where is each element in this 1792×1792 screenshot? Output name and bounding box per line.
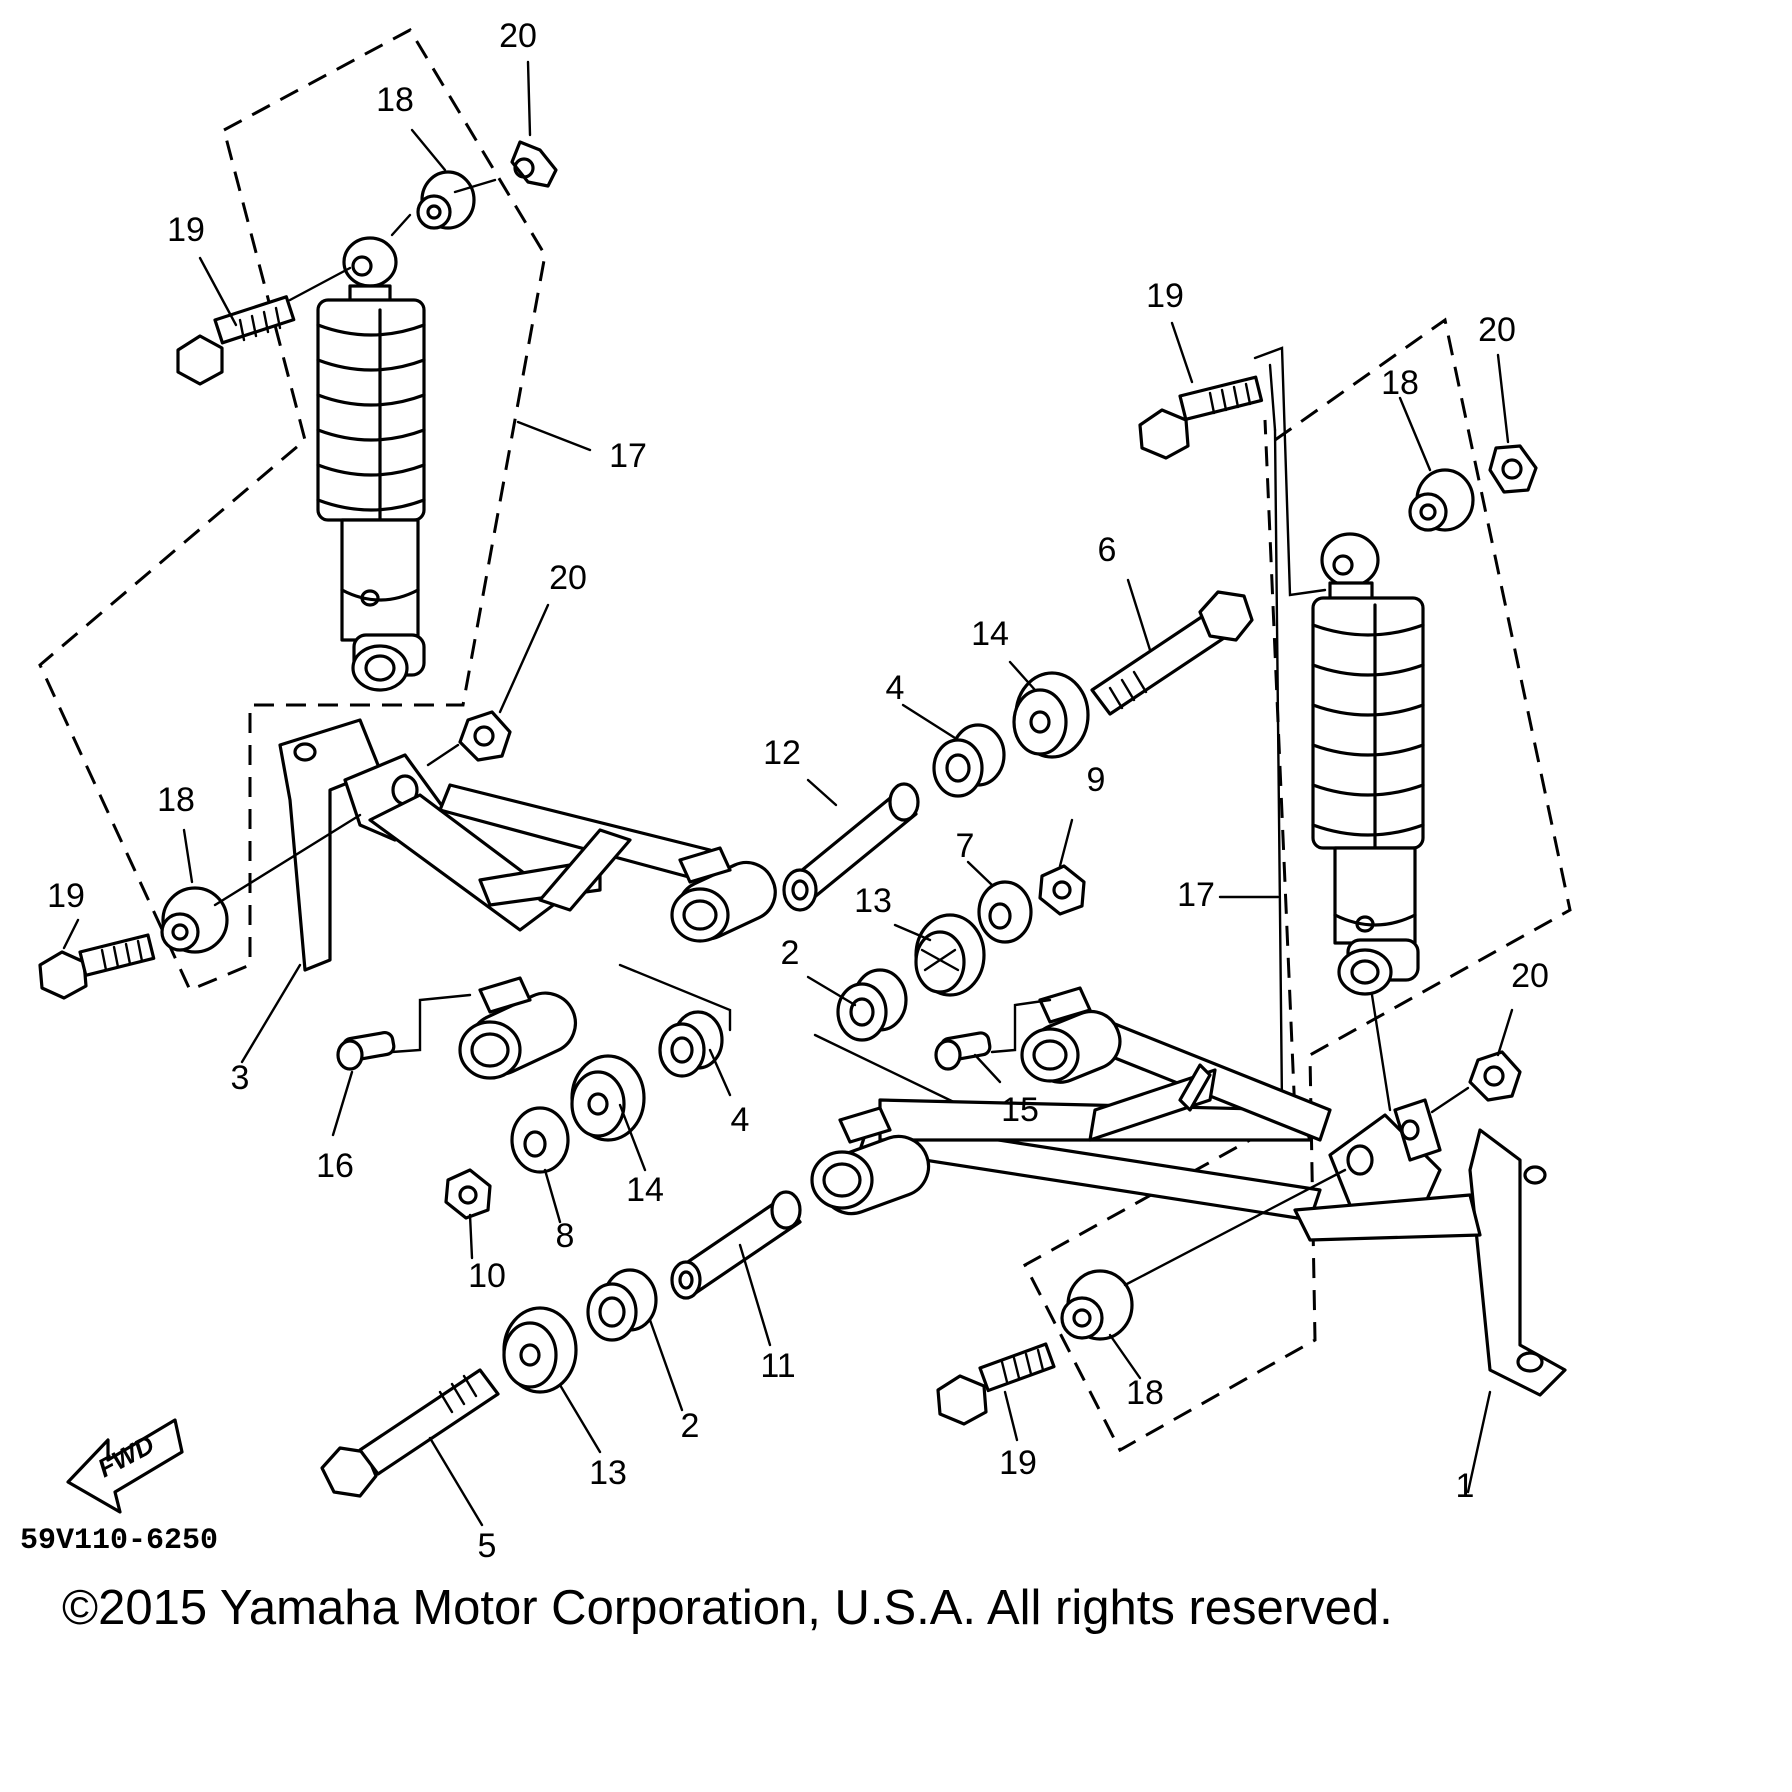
left-lower-bushing (160, 886, 229, 954)
callout-20: 20 (549, 559, 587, 597)
washer-8 (510, 1106, 570, 1174)
callout-9: 9 (1087, 761, 1106, 799)
callout-labels: 20 18 19 17 20 18 19 3 16 19 20 18 6 14 … (47, 17, 1549, 1565)
callout-7: 7 (956, 827, 975, 865)
right-lower-bolt (936, 1342, 1056, 1426)
callout-20: 20 (499, 17, 537, 55)
thrust-cover-13a (914, 913, 986, 997)
callout-14: 14 (971, 615, 1009, 653)
left-shock-absorber (316, 236, 426, 692)
callout-20: 20 (1511, 957, 1549, 995)
right-lower-bushing (1060, 1269, 1134, 1341)
bushing-2b (586, 1268, 658, 1342)
nut-9 (1038, 864, 1086, 916)
callout-19: 19 (47, 877, 85, 915)
callout-6: 6 (1098, 531, 1117, 569)
callout-1: 1 (1456, 1467, 1475, 1505)
callout-2: 2 (781, 934, 800, 972)
left-lower-bolt (38, 933, 156, 1000)
callout-13: 13 (854, 882, 892, 920)
callout-18: 18 (157, 781, 195, 819)
right-top-bushing (1408, 468, 1475, 532)
washer-7 (977, 880, 1033, 944)
grease-fitting-15 (934, 998, 1052, 1071)
callout-3: 3 (231, 1059, 250, 1097)
callout-19: 19 (999, 1444, 1037, 1482)
right-top-bolt (1138, 375, 1264, 460)
right-shock-group-outline (1023, 317, 1572, 1453)
callout-19: 19 (1146, 277, 1184, 315)
grease-fitting (336, 993, 472, 1071)
callout-12: 12 (763, 734, 801, 772)
callout-17: 17 (609, 437, 647, 475)
callout-18: 18 (1381, 364, 1419, 402)
callout-18: 18 (1126, 1374, 1164, 1412)
callout-11: 11 (760, 1347, 795, 1385)
thrust-cover-14a (1012, 671, 1090, 759)
left-top-nut (510, 140, 558, 188)
copyright-notice: ©2015 Yamaha Motor Corporation, U.S.A. A… (62, 1581, 1393, 1635)
bushing-2a (836, 968, 908, 1042)
right-arm-bracket (1293, 1098, 1567, 1397)
callout-13: 13 (589, 1454, 627, 1492)
leader-lines (62, 60, 1514, 1527)
left-shock-group-outline (38, 28, 547, 992)
callout-16: 16 (316, 1147, 354, 1185)
callout-14: 14 (626, 1171, 664, 1209)
part-code: 59V110-6250 (20, 1524, 218, 1558)
left-top-bolt (176, 295, 296, 386)
bushing-4b (658, 1010, 724, 1078)
left-arm-body (368, 783, 777, 1080)
callout-17: 17 (1177, 876, 1215, 914)
thrust-cover-13b (502, 1306, 578, 1394)
fwd-arrow-icon: FWD (66, 1418, 184, 1514)
pivot-bolt-6 (1090, 590, 1254, 716)
callout-18: 18 (376, 81, 414, 119)
nut-10 (444, 1168, 492, 1220)
thrust-cover-14b (570, 1054, 646, 1142)
callout-5: 5 (478, 1527, 497, 1565)
callout-8: 8 (556, 1217, 575, 1255)
callout-19: 19 (167, 211, 205, 249)
right-shock-absorber (1311, 532, 1425, 996)
callout-4: 4 (886, 669, 905, 707)
left-top-bushing (416, 170, 476, 230)
bushing-4a (932, 723, 1006, 798)
left-lower-nut (458, 710, 512, 762)
callout-15: 15 (1001, 1091, 1039, 1129)
right-lower-nut (1468, 1050, 1522, 1102)
collar-11 (670, 1190, 802, 1300)
pivot-bolt-5 (320, 1368, 500, 1498)
right-arm-body (810, 986, 1332, 1222)
callout-2: 2 (681, 1407, 700, 1445)
callout-20: 20 (1478, 311, 1516, 349)
collar-12 (782, 782, 920, 912)
right-top-nut (1488, 444, 1538, 494)
callout-10: 10 (468, 1257, 506, 1295)
callout-4: 4 (731, 1101, 750, 1139)
